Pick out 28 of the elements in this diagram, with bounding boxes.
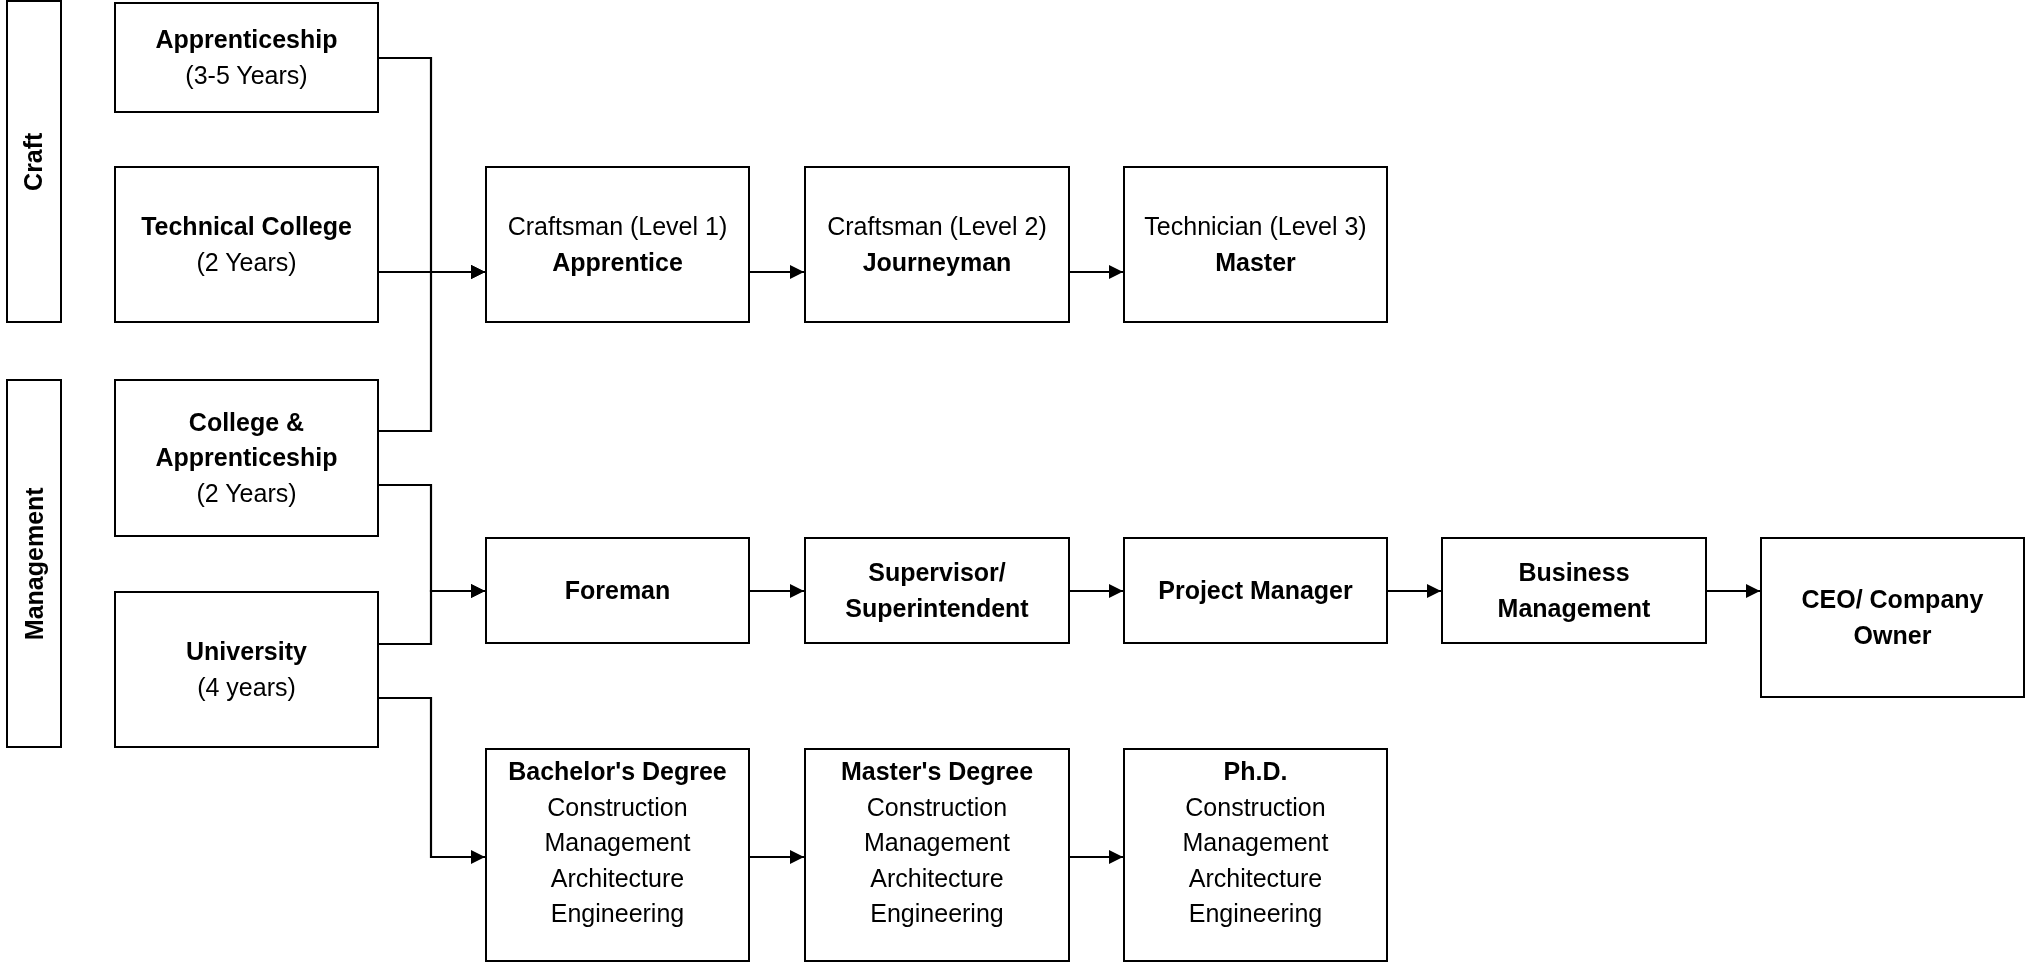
degree-box: Bachelor's Degree Construction Management Architecture Engineering <box>485 748 750 962</box>
connector-arrow <box>1070 265 1123 279</box>
connector-arrow <box>379 584 485 646</box>
degree-box: Ph.D. Construction Management Architecture Engineering <box>1123 748 1388 962</box>
process-box: Craftsman (Level 2) Journeyman <box>804 166 1070 323</box>
degree-box: Master's Degree Construction Management Architecture Engineering <box>804 748 1070 962</box>
category-band: Craft <box>6 0 62 323</box>
process-box: Project Manager <box>1123 537 1388 644</box>
connector-arrow <box>1707 584 1760 598</box>
process-box: Business Management <box>1441 537 1707 644</box>
process-box: Technical College (2 Years) <box>114 166 379 323</box>
process-box: Technician (Level 3) Master <box>1123 166 1388 323</box>
process-box: CEO/ Company Owner <box>1760 537 2025 698</box>
connector-arrow <box>379 265 485 433</box>
connector-arrow <box>750 265 804 279</box>
process-box: Craftsman (Level 1) Apprentice <box>485 166 750 323</box>
process-box: College & Apprenticeship (2 Years) <box>114 379 379 537</box>
connector-arrow <box>750 584 804 598</box>
process-box: University (4 years) <box>114 591 379 748</box>
connector-arrow <box>1070 584 1123 598</box>
connector-arrow <box>1070 850 1123 864</box>
connector-arrow <box>750 850 804 864</box>
connector-arrow <box>379 696 485 864</box>
category-band: Management <box>6 379 62 748</box>
connector-arrow <box>1388 584 1441 598</box>
process-box: Foreman <box>485 537 750 644</box>
process-box: Supervisor/ Superintendent <box>804 537 1070 644</box>
process-box: Apprenticeship (3-5 Years) <box>114 2 379 113</box>
